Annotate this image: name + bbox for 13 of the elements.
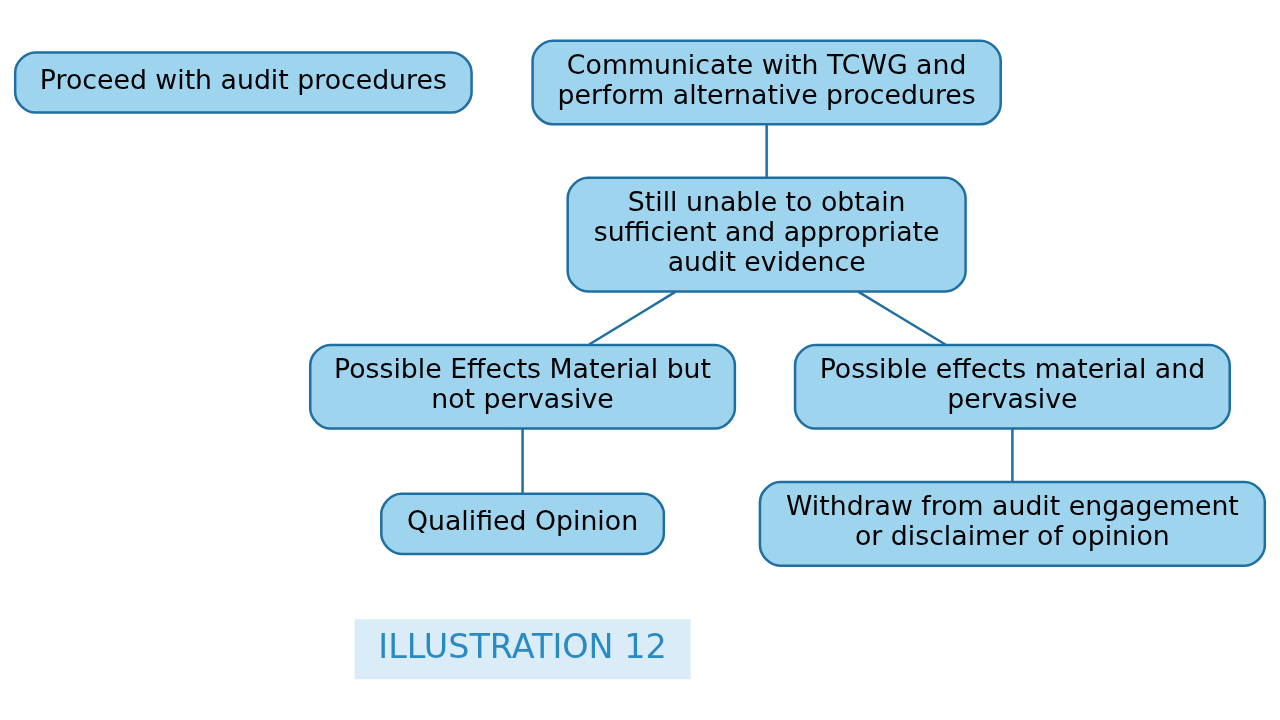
- connector: [588, 290, 677, 346]
- node-box: Withdraw from audit engagement or disclaimer of opinion: [758, 480, 1267, 567]
- connector: [1011, 428, 1014, 482]
- label: ILLUSTRATION 12: [378, 626, 667, 666]
- node-box: Qualified Opinion: [380, 492, 666, 556]
- node-box: Possible effects material and pervasive: [793, 343, 1231, 430]
- node-box: Still unable to obtain sufficient and appropriate audit evidence: [566, 176, 967, 293]
- node-box: Possible Effects Material but not pervasive: [309, 343, 737, 430]
- node-box: Communicate with TCWG and perform alternative procedures: [531, 39, 1002, 126]
- connector: [765, 124, 768, 178]
- connector: [857, 290, 947, 346]
- node-box: Proceed with audit procedures: [13, 51, 473, 114]
- connector: [521, 428, 524, 494]
